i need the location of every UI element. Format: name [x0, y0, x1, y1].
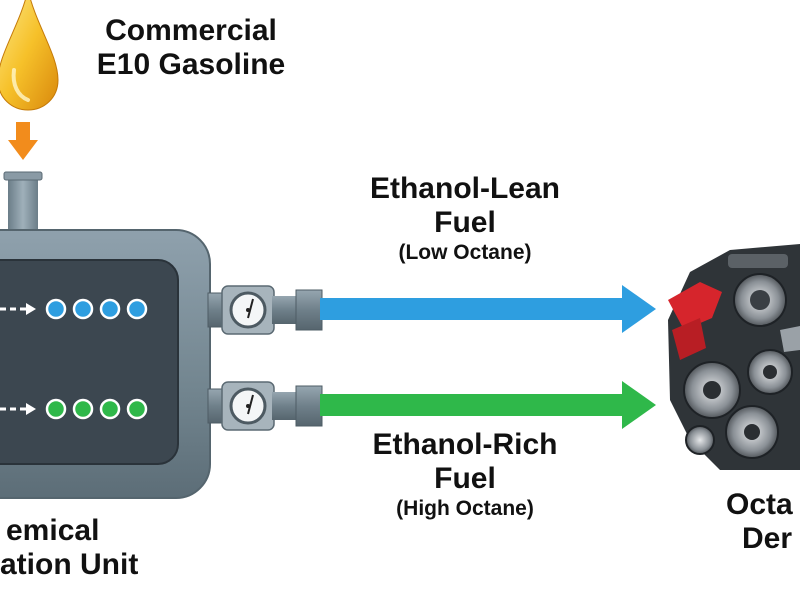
engine-icon	[668, 244, 800, 470]
lean-fuel-line1: Ethanol-Lean	[369, 172, 560, 205]
pressure-gauge-icon	[229, 387, 267, 425]
engine-line2: Der	[742, 521, 793, 555]
input-fuel-label: Commercial E10 Gasoline	[66, 14, 316, 81]
pressure-gauge-icon	[229, 291, 267, 329]
input-fuel-line1: Commercial	[105, 14, 277, 47]
rich-fuel-arrow	[320, 381, 656, 429]
lean-fuel-line2: Fuel	[434, 205, 496, 239]
engine-line1: Octa	[726, 488, 793, 521]
lean-fuel-arrow	[320, 285, 656, 333]
separation-unit-label: emical ation Unit	[0, 514, 160, 581]
separation-unit-line2: ation Unit	[0, 547, 139, 581]
rich-fuel-line1: Ethanol-Rich	[372, 428, 558, 461]
rich-fuel-subtitle: (High Octane)	[396, 497, 534, 521]
lean-stream-indicator	[0, 298, 148, 320]
lean-fuel-label: Ethanol-Lean Fuel (Low Octane)	[330, 172, 600, 265]
rich-fuel-line2: Fuel	[434, 461, 496, 495]
separation-unit-line1: emical	[6, 514, 100, 547]
engine-label: Octa Der	[726, 488, 800, 555]
fuel-drop-icon	[0, 0, 59, 111]
down-arrow-icon	[8, 122, 38, 160]
rich-fuel-label: Ethanol-Rich Fuel (High Octane)	[330, 428, 600, 521]
inlet-pipe	[3, 171, 43, 236]
input-fuel-line2: E10 Gasoline	[96, 47, 286, 81]
separation-tank	[0, 229, 211, 499]
rich-stream-indicator	[0, 398, 148, 420]
lean-fuel-subtitle: (Low Octane)	[398, 241, 532, 265]
